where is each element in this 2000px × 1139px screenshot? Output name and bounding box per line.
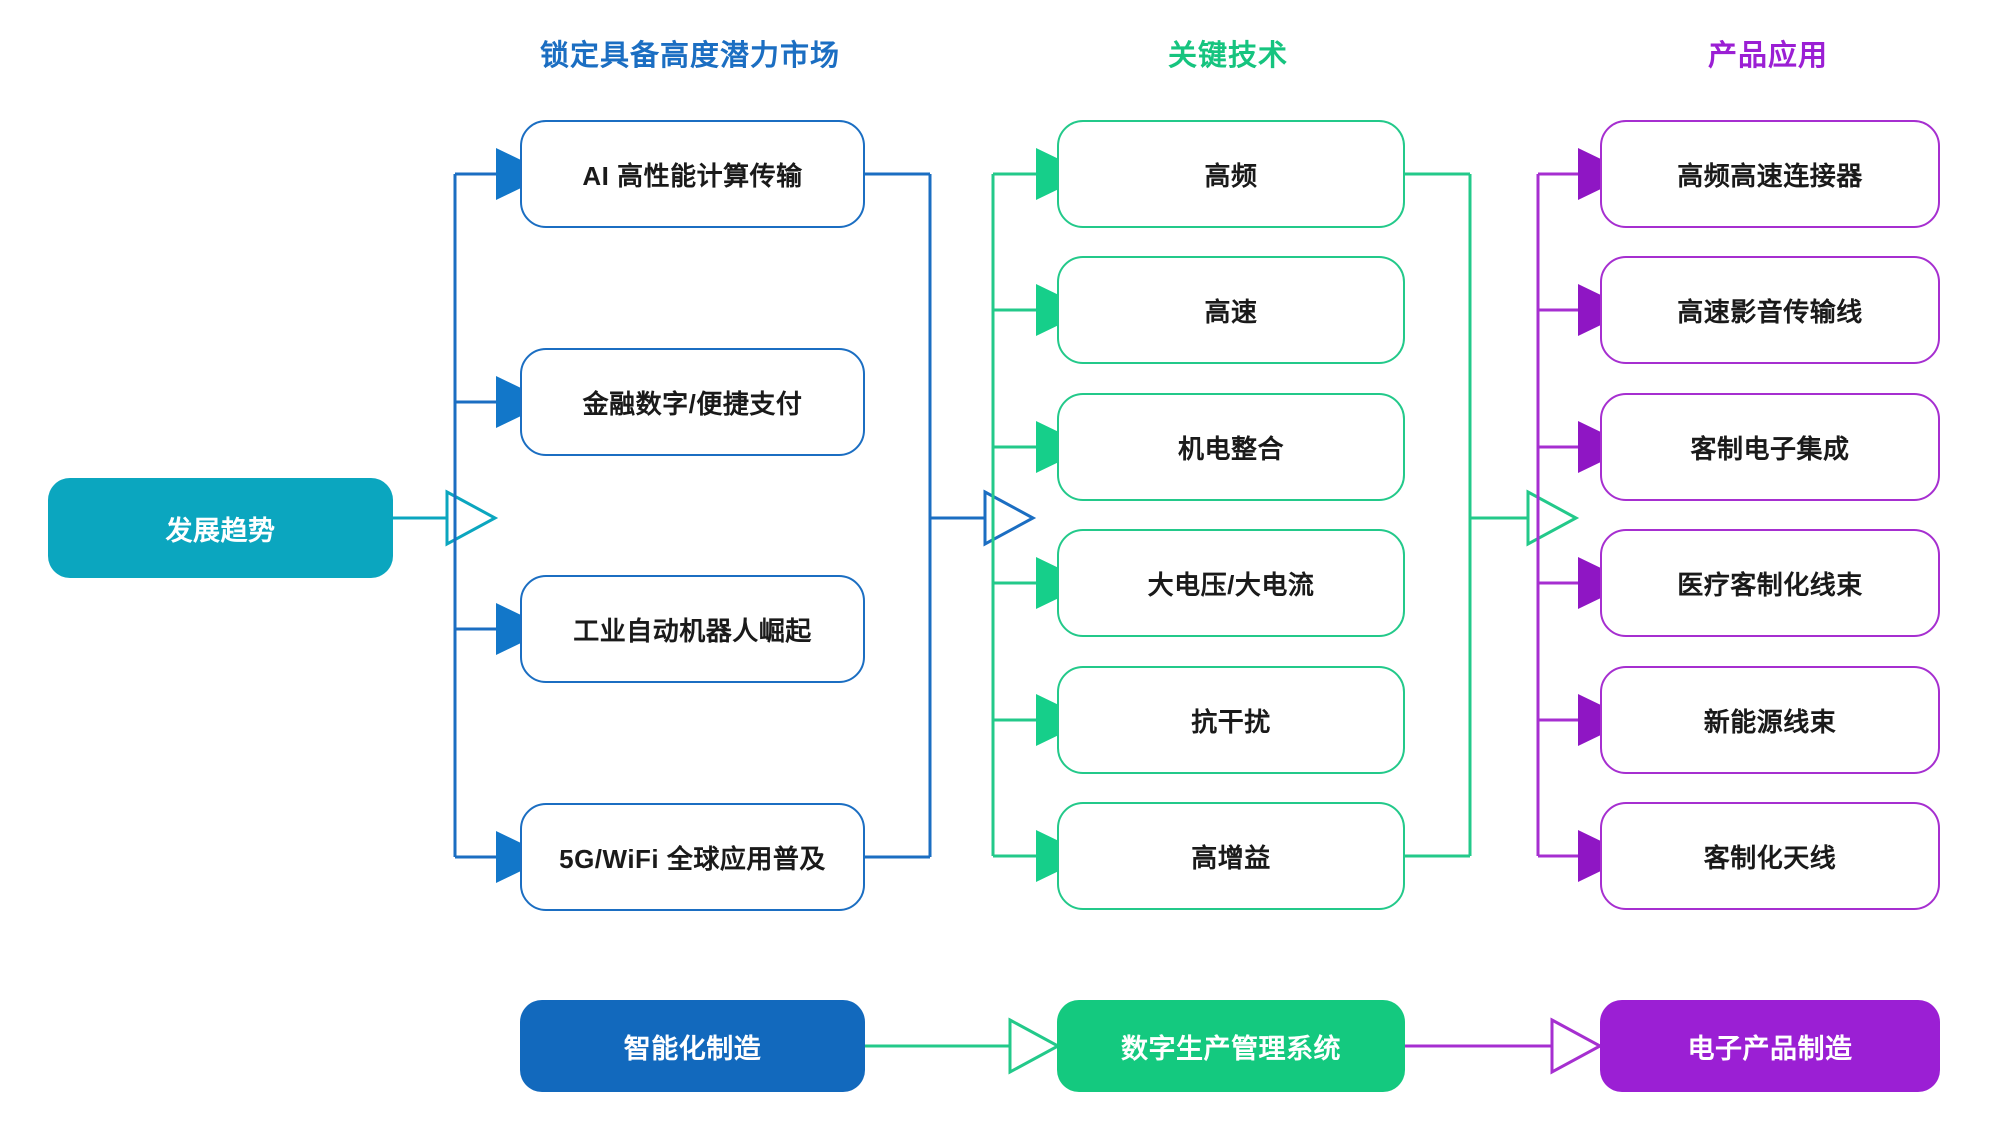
node-product-av-transmission-cable[interactable]: 高速影音传输线 bbox=[1600, 256, 1940, 364]
bus-technology-input bbox=[991, 172, 1050, 858]
column-header-market: 锁定具备高度潜力市场 bbox=[539, 40, 841, 72]
node-product-custom-antenna[interactable]: 客制化天线 bbox=[1600, 802, 1940, 910]
node-product-custom-electronics-integration[interactable]: 客制电子集成 bbox=[1600, 393, 1940, 501]
node-tech-electromechanical-integration[interactable]: 机电整合 bbox=[1057, 393, 1405, 501]
node-product-new-energy-harness[interactable]: 新能源线束 bbox=[1600, 666, 1940, 774]
node-product-hf-hs-connector[interactable]: 高频高速连接器 bbox=[1600, 120, 1940, 228]
column-header-product-application: 产品应用 bbox=[1707, 40, 1829, 72]
node-market-ai-hpc-transmission[interactable]: AI 高性能计算传输 bbox=[520, 120, 865, 228]
connector-technology-to-product bbox=[1470, 489, 1580, 547]
connector-market-to-technology bbox=[930, 489, 1037, 547]
node-tech-high-speed[interactable]: 高速 bbox=[1057, 256, 1405, 364]
bus-market-output bbox=[865, 172, 932, 859]
node-bottom-digital-production-system[interactable]: 数字生产管理系统 bbox=[1057, 1000, 1405, 1092]
node-product-medical-custom-harness[interactable]: 医疗客制化线束 bbox=[1600, 529, 1940, 637]
node-development-trend[interactable]: 发展趋势 bbox=[48, 478, 393, 578]
node-tech-high-voltage-current[interactable]: 大电压/大电流 bbox=[1057, 529, 1405, 637]
node-tech-high-frequency[interactable]: 高频 bbox=[1057, 120, 1405, 228]
connector-smart-mfg-to-digital-system bbox=[865, 1017, 1062, 1075]
node-bottom-electronics-manufacturing[interactable]: 电子产品制造 bbox=[1600, 1000, 1940, 1092]
arrowhead-market-items bbox=[496, 148, 550, 883]
node-market-fintech-payment[interactable]: 金融数字/便捷支付 bbox=[520, 348, 865, 456]
connector-trend-to-market bbox=[393, 489, 499, 547]
node-tech-emi-resistance[interactable]: 抗干扰 bbox=[1057, 666, 1405, 774]
node-market-industrial-robotics[interactable]: 工业自动机器人崛起 bbox=[520, 575, 865, 683]
node-market-5g-wifi-adoption[interactable]: 5G/WiFi 全球应用普及 bbox=[520, 803, 865, 911]
bus-technology-output bbox=[1405, 172, 1472, 858]
column-header-key-technology: 关键技术 bbox=[1167, 40, 1289, 72]
connector-digital-system-to-electronics-mfg bbox=[1405, 1017, 1604, 1075]
bus-product-input bbox=[1536, 172, 1594, 858]
node-bottom-smart-manufacturing[interactable]: 智能化制造 bbox=[520, 1000, 865, 1092]
node-tech-high-gain[interactable]: 高增益 bbox=[1057, 802, 1405, 910]
bus-market-input bbox=[453, 172, 512, 859]
